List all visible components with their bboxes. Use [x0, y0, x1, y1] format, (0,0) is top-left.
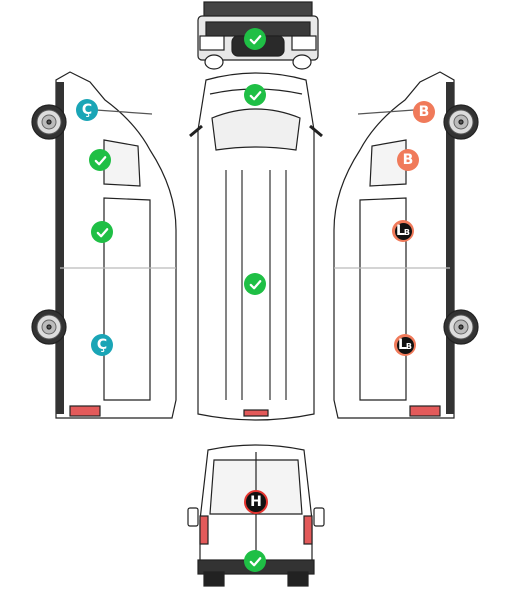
marker-left-rear-c[interactable]: Ç	[91, 334, 113, 356]
marker-sub-label: B	[405, 341, 413, 351]
marker-top-roof-ok[interactable]	[244, 273, 266, 295]
marker-label: Ç	[96, 337, 108, 353]
left-side-view	[31, 71, 177, 419]
marker-rear-bumper-ok[interactable]	[244, 550, 266, 572]
marker-top-windshield-ok[interactable]	[244, 84, 266, 106]
checkmark-icon	[249, 279, 261, 289]
marker-sub-label: B	[403, 227, 411, 237]
marker-label: H	[250, 494, 262, 510]
marker-label: L	[397, 337, 407, 353]
checkmark-icon	[249, 556, 261, 566]
top-view	[189, 72, 323, 421]
checkmark-icon	[94, 155, 106, 165]
marker-right-door-b[interactable]: B	[397, 149, 419, 171]
marker-label: B	[402, 152, 414, 168]
marker-label: Ç	[81, 102, 93, 118]
checkmark-icon	[249, 34, 261, 44]
checkmark-icon	[249, 90, 261, 100]
marker-front-ok[interactable]	[244, 28, 266, 50]
marker-rear-door-h[interactable]: H	[244, 490, 268, 514]
marker-right-fender-b[interactable]: B	[413, 101, 435, 123]
marker-label: L	[395, 223, 405, 239]
marker-left-panel-ok[interactable]	[91, 221, 113, 243]
checkmark-icon	[96, 227, 108, 237]
marker-label: B	[418, 104, 430, 120]
marker-left-fender-c[interactable]: Ç	[76, 99, 98, 121]
marker-left-door-ok[interactable]	[89, 149, 111, 171]
right-side-view	[333, 71, 479, 419]
